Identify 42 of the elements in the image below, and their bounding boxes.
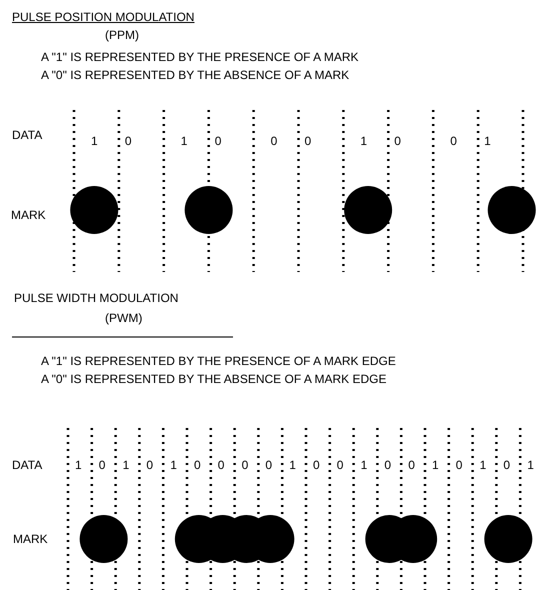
section-heading: PULSE POSITION MODULATION — [12, 10, 194, 24]
bit-value: 1 — [527, 458, 534, 472]
bit-value: 0 — [265, 458, 272, 472]
row-label: DATA — [12, 458, 42, 472]
bit-value: 1 — [75, 458, 82, 472]
bit-value: 0 — [384, 458, 392, 472]
bit-value: 0 — [450, 134, 457, 148]
bit-value: 1 — [170, 458, 177, 472]
bit-value: 0 — [304, 134, 312, 148]
bit-value: 0 — [98, 458, 106, 472]
rule-statement: A "0" IS REPRESENTED BY THE ABSENCE OF A MARK — [41, 68, 350, 82]
bit-value: 1 — [360, 458, 368, 472]
bit-value: 0 — [242, 458, 248, 472]
bit-value: 0 — [146, 458, 154, 472]
bit-value: 1 — [122, 458, 130, 472]
bit-value: 0 — [313, 458, 320, 472]
bit-value: 1 — [289, 458, 296, 472]
bit-value: 0 — [456, 458, 462, 472]
bit-value: 0 — [394, 134, 401, 148]
bit-value: 0 — [270, 134, 278, 148]
bit-value: 1 — [432, 458, 439, 472]
bit-value: 0 — [124, 134, 132, 148]
bit-value: 1 — [484, 134, 491, 148]
bit-value: 1 — [480, 458, 486, 472]
bit-value: 0 — [503, 458, 510, 472]
bit-value: 0 — [408, 458, 415, 472]
bit-value: 0 — [218, 458, 224, 472]
rule-statement: A "1" IS REPRESENTED BY THE PRESENCE OF A MARK — [41, 50, 359, 64]
row-label: DATA — [12, 128, 42, 142]
abbreviation: (PWM) — [105, 311, 142, 325]
bit-value: 1 — [91, 134, 98, 148]
bit-value: 0 — [336, 458, 344, 472]
section-heading: PULSE WIDTH MODULATION — [14, 291, 178, 305]
rule-statement: A "1" IS REPRESENTED BY THE PRESENCE OF A MARK EDGE — [41, 354, 396, 368]
bit-value: 0 — [214, 134, 222, 148]
row-label: MARK — [13, 532, 48, 546]
bit-value: 1 — [360, 134, 368, 148]
bit-value: 1 — [180, 134, 188, 148]
abbreviation: (PPM) — [105, 28, 139, 42]
rule-statement: A "0" IS REPRESENTED BY THE ABSENCE OF A MARK EDGE — [41, 372, 387, 386]
row-label: MARK — [11, 208, 46, 222]
bit-value: 0 — [194, 458, 201, 472]
